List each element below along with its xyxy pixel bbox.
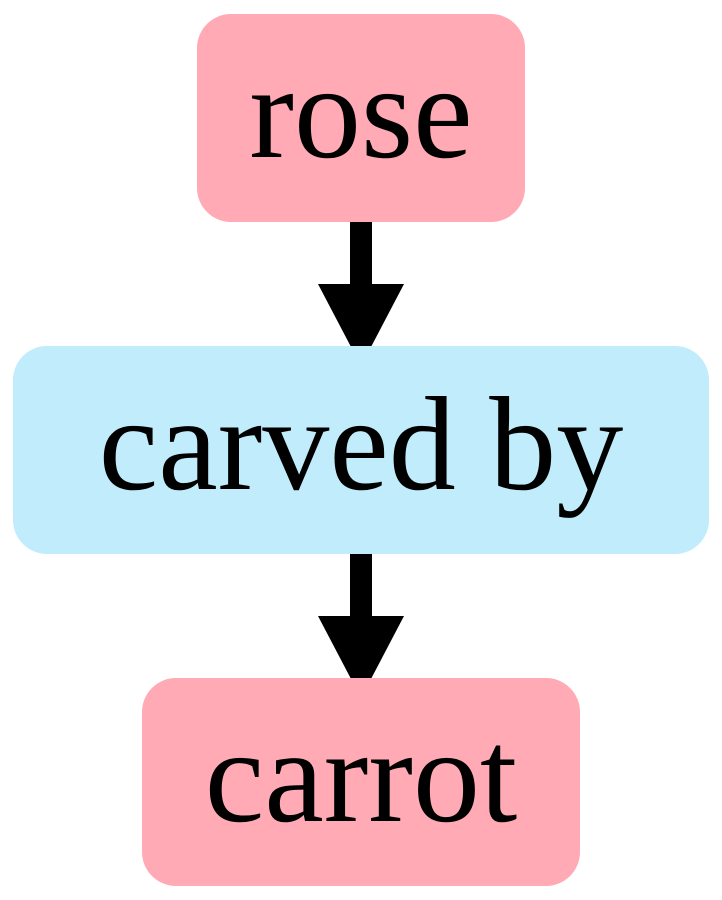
node-carved-by-label: carved by xyxy=(98,370,624,518)
arrowhead-rose-to-carved-by xyxy=(318,284,404,366)
node-carrot-label: carrot xyxy=(204,702,518,850)
node-carved-by: carved by xyxy=(13,346,709,554)
edge-carved-by-to-carrot xyxy=(318,554,404,698)
edge-rose-to-carved-by xyxy=(318,222,404,366)
arrowhead-carved-by-to-carrot xyxy=(318,616,404,698)
node-carrot: carrot xyxy=(142,678,580,886)
node-rose: rose xyxy=(197,14,525,222)
node-rose-label: rose xyxy=(249,38,473,186)
